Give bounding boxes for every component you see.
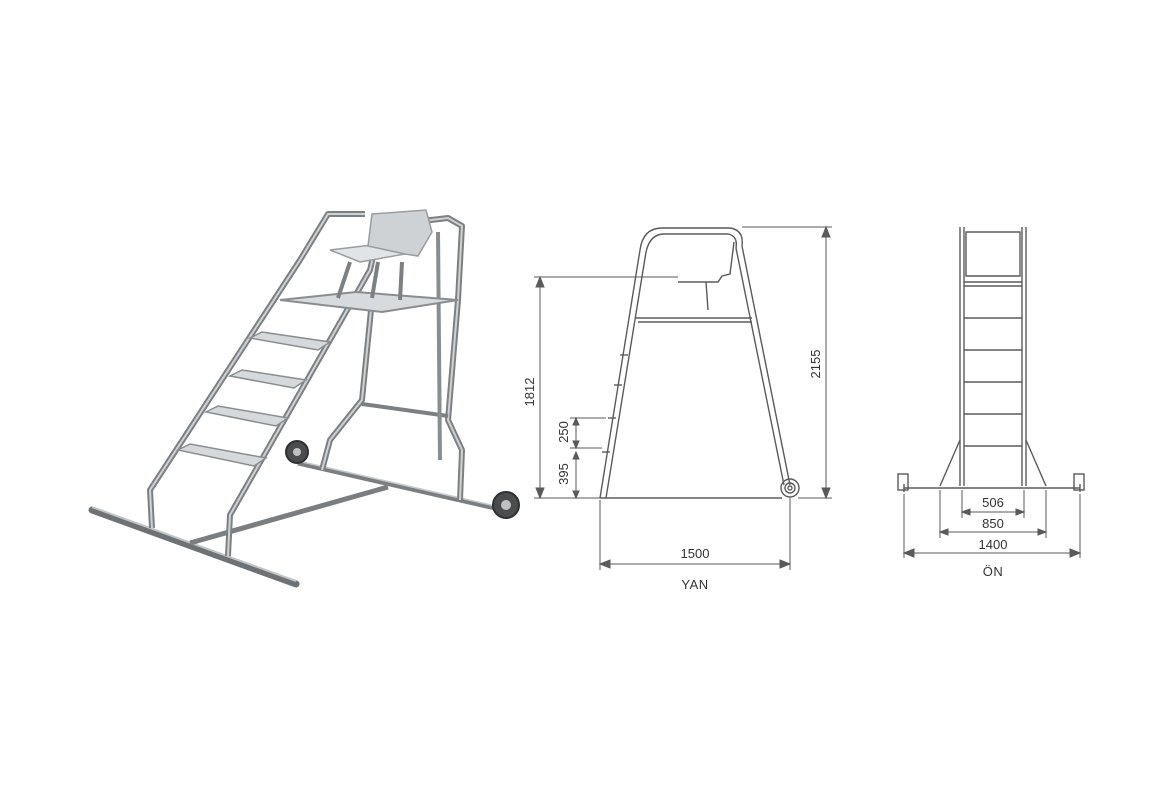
dim-base-width: 1400 bbox=[979, 537, 1008, 552]
dim-inner-width: 506 bbox=[982, 495, 1004, 510]
front-view-dimensions bbox=[902, 490, 1082, 558]
dim-total-height: 2155 bbox=[808, 350, 823, 379]
front-view-drawing bbox=[897, 227, 1085, 492]
side-view-dimensions bbox=[534, 225, 832, 570]
dim-first-step-height: 395 bbox=[556, 463, 571, 485]
side-view-label: YAN bbox=[681, 577, 708, 592]
dim-base-length: 1500 bbox=[681, 546, 710, 561]
dim-platform-height: 1812 bbox=[522, 378, 537, 407]
side-view-drawing bbox=[599, 227, 800, 499]
product-illustration bbox=[88, 209, 520, 588]
dim-step-spacing: 250 bbox=[556, 421, 571, 443]
dim-mid-width: 850 bbox=[982, 516, 1004, 531]
front-view-label: ÖN bbox=[983, 564, 1004, 579]
